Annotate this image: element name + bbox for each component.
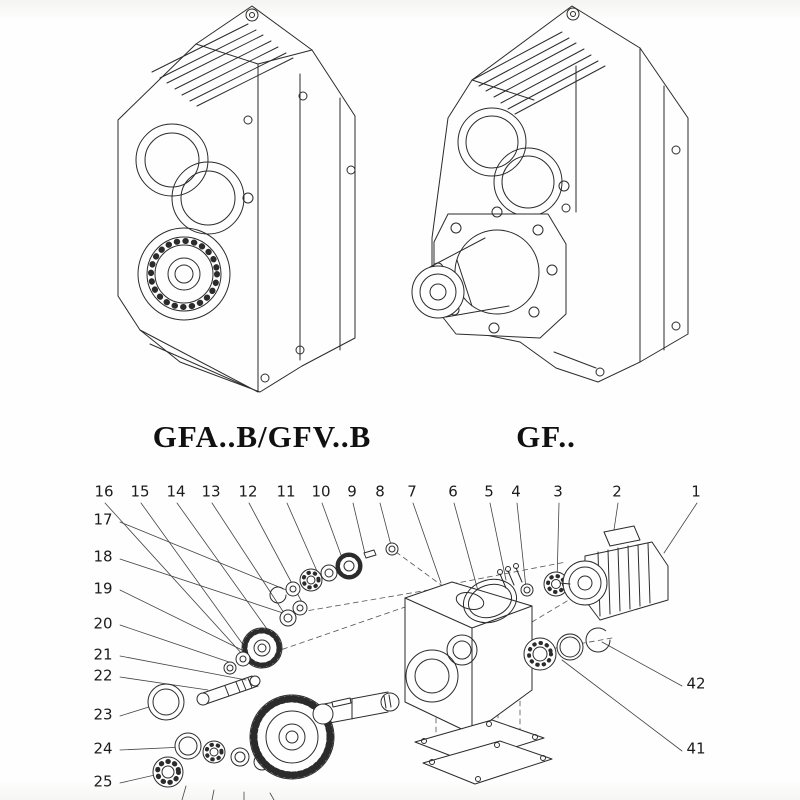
ring-parts-right — [523, 627, 611, 671]
model-label-gf: GF.. — [516, 419, 576, 454]
lower-bearing-parts — [152, 732, 271, 788]
exploded-view-diagram — [104, 502, 698, 800]
callout-number-19: 19 — [93, 579, 113, 598]
callout-number-2: 2 — [612, 482, 622, 501]
callout-number-4: 4 — [511, 482, 521, 501]
callout-number-11: 11 — [276, 482, 296, 501]
pinion-shaft-part — [196, 675, 261, 706]
callout-number-23: 23 — [93, 705, 113, 724]
output-shaft-drawing — [411, 237, 510, 319]
callout-number-21: 21 — [93, 645, 113, 664]
callout-number-14: 14 — [166, 482, 186, 501]
callout-number-5: 5 — [484, 482, 494, 501]
callout-number-9: 9 — [347, 482, 357, 501]
callout-number-25: 25 — [93, 772, 113, 791]
callout-number-20: 20 — [93, 614, 113, 633]
motor-part — [559, 525, 669, 621]
cover-plate-parts — [414, 719, 553, 785]
gearbox-drawing-left — [117, 5, 356, 393]
oil-seal-part — [147, 683, 185, 721]
callout-number-8: 8 — [375, 482, 385, 501]
callout-number-17: 17 — [93, 510, 113, 529]
cooling-fins-right — [471, 31, 606, 115]
model-label-gfab-gfvb: GFA..B/GFV..B — [152, 419, 372, 454]
output-bearing-left — [137, 227, 231, 321]
gearbox-drawing-right — [411, 5, 689, 383]
callout-number-42: 42 — [686, 674, 706, 693]
callout-number-13: 13 — [201, 482, 221, 501]
callout-number-1: 1 — [691, 482, 701, 501]
gasket-ring-part — [463, 578, 517, 624]
callout-number-6: 6 — [448, 482, 458, 501]
callout-number-22: 22 — [93, 666, 113, 685]
output-shaft-part — [312, 691, 400, 725]
callout-number-24: 24 — [93, 739, 113, 758]
callout-number-15: 15 — [130, 482, 150, 501]
second-stage-gear-parts — [223, 600, 308, 675]
callout-number-3: 3 — [553, 482, 563, 501]
callout-number-12: 12 — [238, 482, 258, 501]
leader-lines — [104, 502, 698, 800]
callout-number-41: 41 — [686, 739, 706, 758]
cooling-fins-left — [151, 23, 294, 107]
callout-number-10: 10 — [311, 482, 331, 501]
intermediate-shaft-parts — [269, 542, 399, 604]
callout-number-16: 16 — [94, 482, 114, 501]
callout-number-18: 18 — [93, 547, 113, 566]
callout-number-7: 7 — [407, 482, 417, 501]
